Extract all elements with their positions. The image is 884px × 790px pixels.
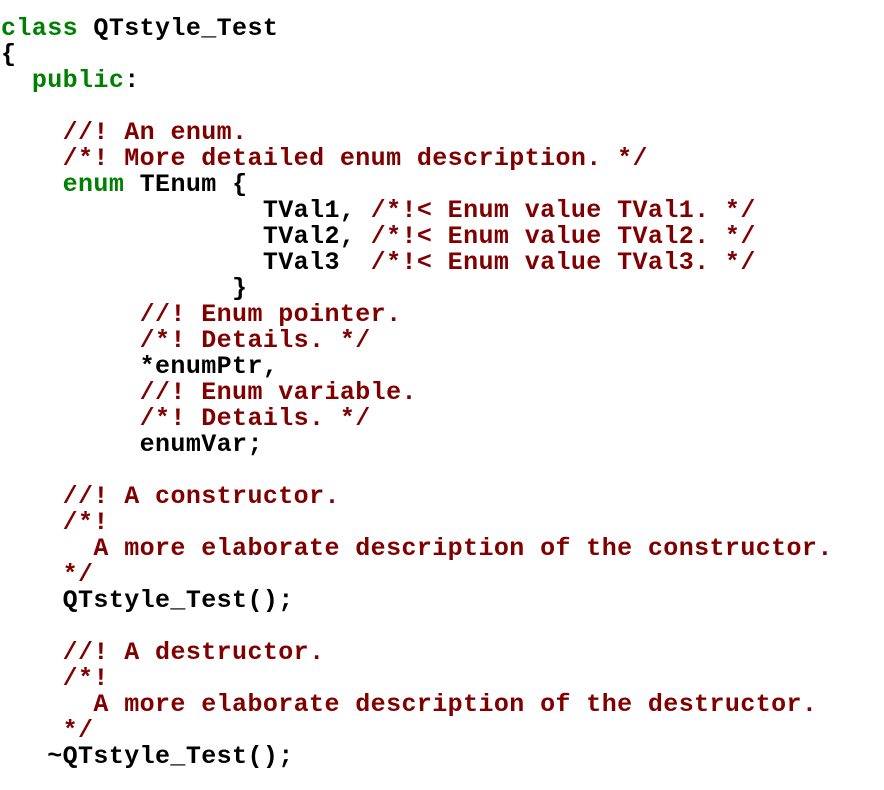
code-line: //! An enum. (1, 120, 884, 146)
code-line: TVal3 /*!< Enum value TVal3. */ (1, 250, 884, 276)
code-line: } (1, 276, 884, 302)
code-comment: //! A constructor. (62, 482, 340, 511)
code-text (1, 508, 63, 537)
code-keyword: class (1, 14, 79, 43)
code-text (1, 534, 93, 563)
code-line: public: (1, 68, 884, 94)
code-text (1, 66, 32, 95)
code-comment: /*! Details. */ (139, 326, 371, 355)
code-line: A more elaborate description of the dest… (1, 692, 884, 718)
code-text (1, 378, 140, 407)
code-text: { (1, 40, 17, 69)
code-comment: */ (62, 560, 94, 589)
code-comment: A more elaborate description of the cons… (93, 534, 833, 563)
code-comment: /*! Details. */ (139, 404, 371, 433)
code-line: //! A destructor. (1, 640, 884, 666)
code-comment: /*! More detailed enum description. */ (62, 144, 648, 173)
code-text (1, 144, 63, 173)
code-text: : (124, 66, 140, 95)
code-text: ~QTstyle_Test(); (1, 742, 294, 771)
code-text: } (1, 274, 248, 303)
code-line: enumVar; (1, 432, 884, 458)
code-line: ~QTstyle_Test(); (1, 744, 884, 770)
code-text: TVal3 (1, 248, 371, 277)
code-line: /*! (1, 666, 884, 692)
code-line: { (1, 42, 884, 68)
code-comment: /*!< Enum value TVal2. */ (370, 222, 756, 251)
code-comment: /*!< Enum value TVal3. */ (370, 248, 756, 277)
code-text: TVal2, (1, 222, 371, 251)
code-text (1, 118, 63, 147)
code-line: /*! More detailed enum description. */ (1, 146, 884, 172)
code-text (1, 170, 63, 199)
code-line: //! Enum variable. (1, 380, 884, 406)
code-text (1, 482, 63, 511)
code-comment: /*! (62, 508, 109, 537)
code-comment: //! A destructor. (62, 638, 325, 667)
code-comment: //! Enum pointer. (139, 300, 402, 329)
code-keyword: enum (62, 170, 125, 199)
code-comment: //! An enum. (62, 118, 248, 147)
code-text: TEnum { (124, 170, 248, 199)
code-line: TVal2, /*!< Enum value TVal2. */ (1, 224, 884, 250)
code-line: //! A constructor. (1, 484, 884, 510)
code-line: */ (1, 718, 884, 744)
code-line: enum TEnum { (1, 172, 884, 198)
code-line: *enumPtr, (1, 354, 884, 380)
code-line: A more elaborate description of the cons… (1, 536, 884, 562)
code-line: /*! Details. */ (1, 328, 884, 354)
code-line: class QTstyle_Test (1, 16, 884, 42)
code-line: TVal1, /*!< Enum value TVal1. */ (1, 198, 884, 224)
code-comment: */ (62, 716, 94, 745)
code-line: /*! (1, 510, 884, 536)
code-text: enumVar; (1, 430, 263, 459)
code-line (1, 614, 884, 640)
code-text (1, 560, 63, 589)
code-text (1, 326, 140, 355)
code-comment: //! Enum variable. (139, 378, 417, 407)
code-text (1, 300, 140, 329)
code-line: //! Enum pointer. (1, 302, 884, 328)
code-line (1, 94, 884, 120)
code-keyword: public (31, 66, 125, 95)
code-text: QTstyle_Test(); (1, 586, 294, 615)
code-text (1, 716, 63, 745)
code-line (1, 458, 884, 484)
code-line: QTstyle_Test(); (1, 588, 884, 614)
code-text: TVal1, (1, 196, 371, 225)
code-comment: /*!< Enum value TVal1. */ (370, 196, 756, 225)
code-text: QTstyle_Test (78, 14, 279, 43)
code-text (1, 404, 140, 433)
code-comment: /*! (62, 664, 109, 693)
code-line: /*! Details. */ (1, 406, 884, 432)
code-text (1, 664, 63, 693)
code-comment: A more elaborate description of the dest… (93, 690, 818, 719)
code-text (1, 638, 63, 667)
code-text: *enumPtr, (1, 352, 279, 381)
code-text (1, 690, 93, 719)
code-line: */ (1, 562, 884, 588)
